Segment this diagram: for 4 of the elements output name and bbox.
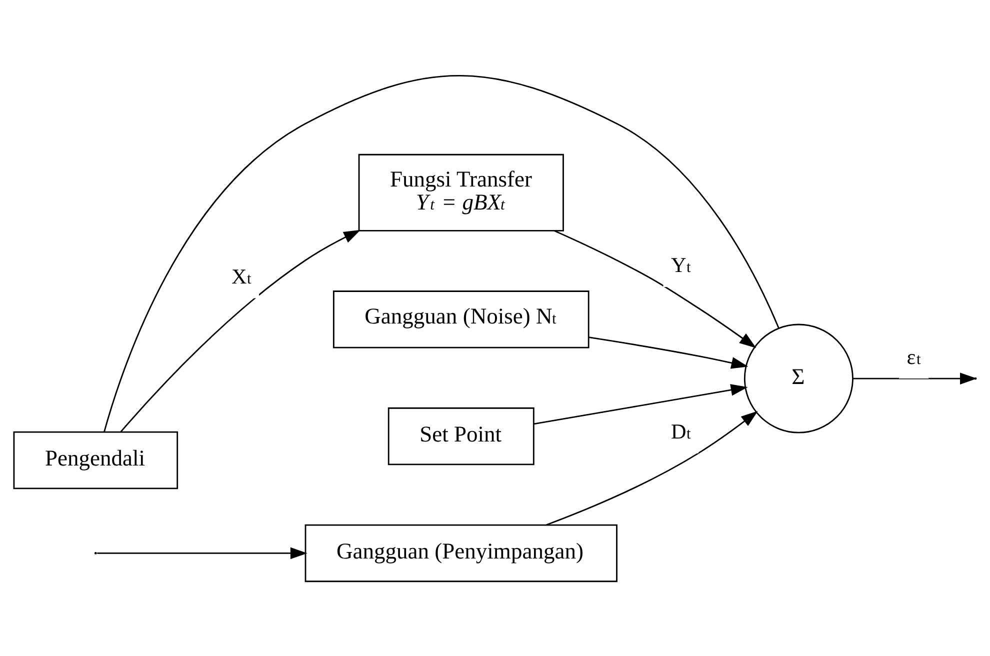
- edge-label: Yt: [670, 252, 691, 277]
- edge-label: Xt: [232, 264, 252, 288]
- edge-label: εt: [906, 344, 921, 368]
- edge-label: Dt: [670, 418, 691, 443]
